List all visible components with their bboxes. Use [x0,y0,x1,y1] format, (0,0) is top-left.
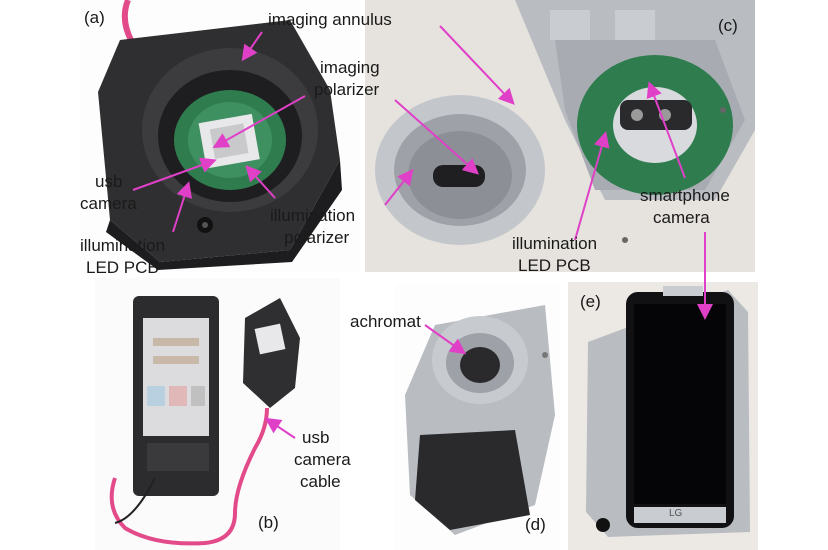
panel-b-photo [95,278,340,550]
label-usb-cable-2: camera [294,450,351,469]
label-achromat: achromat [350,312,421,331]
panel-label-b: (b) [258,513,279,532]
panel-label-c: (c) [718,16,738,35]
label-illumination-led-a-1: illumination [80,236,166,255]
label-illumination-polarizer-2: polarizer [284,228,350,247]
panel-label-a: (a) [84,8,105,27]
label-usb-camera-1: usb [95,172,123,191]
panel-label-d: (d) [525,515,546,534]
label-usb-cable-1: usb [302,428,330,447]
panel-c-photo [365,0,755,272]
label-illumination-led-a-2: LED PCB [86,258,159,277]
label-smartphone-camera-1: smartphone [640,186,730,205]
label-usb-cable-3: cable [300,472,341,491]
label-illumination-led-c-1: illumination [512,234,598,253]
panel-label-e: (e) [580,292,601,311]
label-imaging-polarizer-1: imaging [320,58,380,77]
label-smartphone-camera-2: camera [653,208,710,227]
panel-e-photo: LG [568,282,758,550]
phone-logo: LG [669,508,683,519]
label-usb-camera-2: camera [80,194,137,213]
label-imaging-annulus: imaging annulus [268,10,392,29]
label-illumination-polarizer-1: illumination [270,206,356,225]
label-illumination-led-c-2: LED PCB [518,256,591,275]
label-imaging-polarizer-2: polarizer [314,80,380,99]
